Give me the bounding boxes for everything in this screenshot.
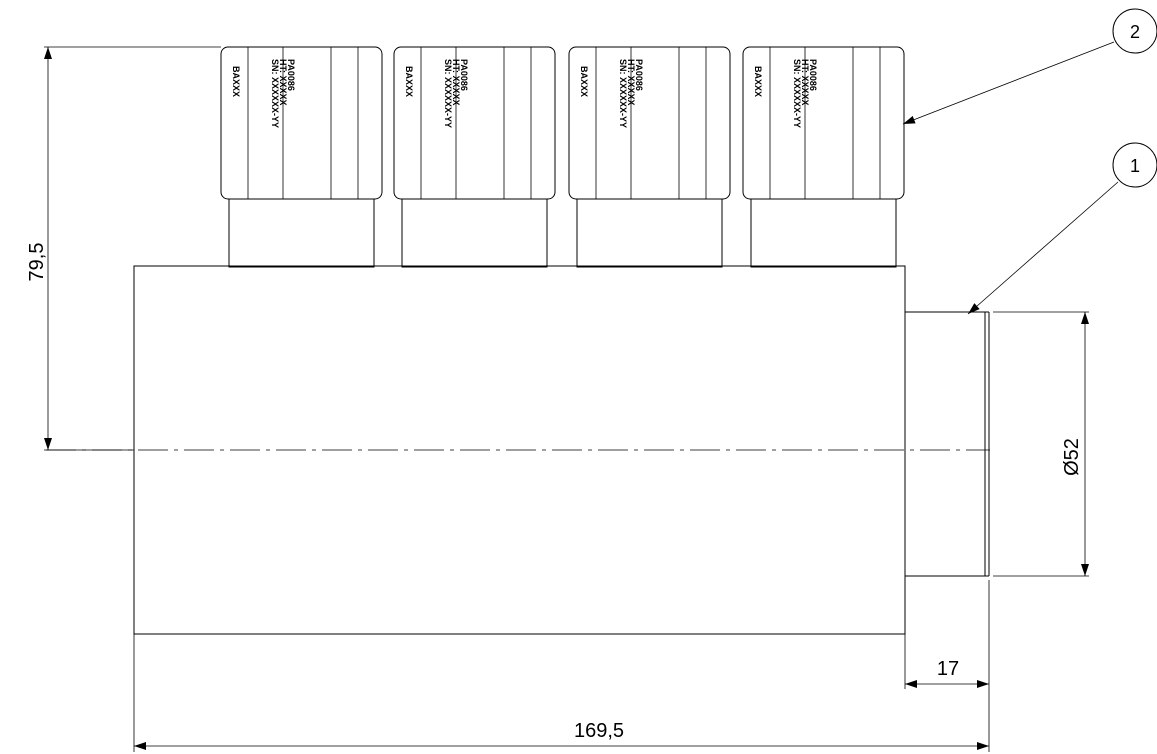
fitting-brand: BAXXX [579, 66, 589, 97]
fitting-marking-line3: SN: XXXXXX-YY [792, 59, 802, 128]
fitting: BAXXX PA0086 HT: XXXXX SN: XXXXXX-YY [393, 46, 556, 268]
spigot-length-label: 17 [937, 658, 959, 680]
overall-length-dimension: 169,5 [133, 634, 989, 752]
fitting-marking-line1: PA0086 [808, 59, 818, 91]
fitting-marking-line3: SN: XXXXXX-YY [443, 59, 453, 128]
diameter-dimension: Ø52 [993, 311, 1089, 577]
fitting-brand: BAXXX [231, 66, 241, 97]
fitting-brand: BAXXX [753, 66, 763, 97]
balloon-1: 1 [967, 142, 1157, 315]
fitting-marking-line1: PA0086 [459, 59, 469, 91]
fitting-marking-line3: SN: XXXXXX-YY [270, 59, 280, 128]
fitting: BAXXX PA0086 HT: XXXXX SN: XXXXXX-YY [220, 46, 383, 268]
balloon-2: 2 [902, 8, 1157, 125]
fitting: BAXXX PA0086 HT: XXXXX SN: XXXXXX-YY [742, 46, 905, 268]
fitting-marking-line2: HT: XXXXX [626, 59, 636, 106]
balloon-1-label: 1 [1130, 156, 1140, 176]
diameter-dimension-label: Ø52 [1061, 438, 1083, 476]
fitting-marking-line2: HT: XXXXX [800, 59, 810, 106]
fitting-marking-line2: HT: XXXXX [278, 59, 288, 106]
balloon-2-label: 2 [1130, 22, 1140, 42]
spigot-length-dimension: 17 [904, 580, 990, 752]
fitting-marking-line2: HT: XXXXX [451, 59, 461, 106]
overall-length-label: 169,5 [574, 720, 624, 742]
fitting-marking-line1: PA0086 [286, 59, 296, 91]
spigot [904, 311, 990, 577]
fitting: BAXXX PA0086 HT: XXXXX SN: XXXXXX-YY [568, 46, 731, 268]
height-dimension: 79,5 [26, 46, 221, 451]
fitting-marking-line1: PA0086 [634, 59, 644, 91]
fitting-marking-line3: SN: XXXXXX-YY [618, 59, 628, 128]
fitting-brand: BAXXX [404, 66, 414, 97]
height-dimension-label: 79,5 [26, 243, 48, 282]
